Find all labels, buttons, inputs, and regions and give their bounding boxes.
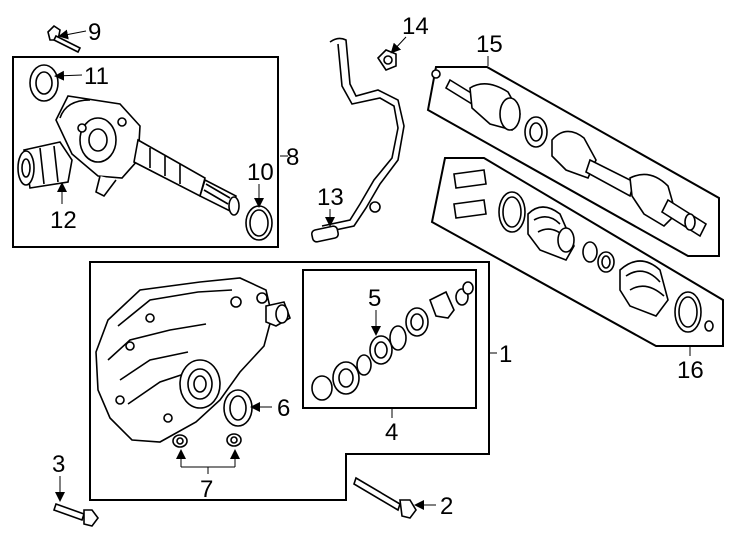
- callout-7: 7: [200, 476, 213, 503]
- axle-shaft-box-15: [426, 66, 720, 257]
- bearing-kit-box-4: [302, 269, 477, 409]
- boot-kit-box-16: [430, 157, 724, 347]
- bolt-part-3[interactable]: [52, 502, 99, 527]
- callout-4: 4: [385, 419, 398, 446]
- leader-7: [176, 449, 240, 474]
- callout-16: 16: [677, 357, 704, 384]
- callout-6: 6: [277, 395, 290, 422]
- callout-3: 3: [52, 451, 65, 478]
- callout-2: 2: [440, 493, 453, 520]
- o-ring-part-10[interactable]: [245, 205, 273, 241]
- leader-11: [54, 70, 83, 81]
- boot-kit-part-16[interactable]: [453, 169, 714, 333]
- leader-9: [58, 29, 87, 40]
- breather-hose-part-13[interactable]: [310, 37, 405, 243]
- callout-15: 15: [476, 31, 503, 58]
- callout-10: 10: [247, 159, 274, 186]
- callout-1: 1: [499, 341, 512, 368]
- actuator-assembly-box: [12, 56, 279, 248]
- callout-11: 11: [84, 63, 109, 90]
- seal-part-6[interactable]: [223, 389, 253, 427]
- bearing-kit-part-4[interactable]: [311, 281, 474, 401]
- sensor-part-12[interactable]: [17, 141, 73, 189]
- leader-14: [390, 36, 407, 54]
- callout-8: 8: [286, 144, 299, 171]
- callout-13: 13: [317, 184, 344, 211]
- axle-shaft-part-15[interactable]: [431, 69, 708, 238]
- transfer-case-housing-part[interactable]: [95, 277, 291, 443]
- actuator-motor-part[interactable]: [55, 95, 240, 216]
- callout-5: 5: [368, 285, 381, 312]
- clip-part-14[interactable]: [376, 49, 397, 71]
- callout-12: 12: [50, 207, 77, 234]
- callout-14: 14: [402, 13, 429, 40]
- bolt-part-2[interactable]: [353, 476, 417, 519]
- seal-part-11[interactable]: [29, 64, 59, 102]
- transfer-case-box-1: [89, 261, 490, 501]
- bushing-part-7[interactable]: [172, 433, 242, 448]
- callout-9: 9: [88, 19, 101, 46]
- bolt-part-9[interactable]: [47, 24, 82, 54]
